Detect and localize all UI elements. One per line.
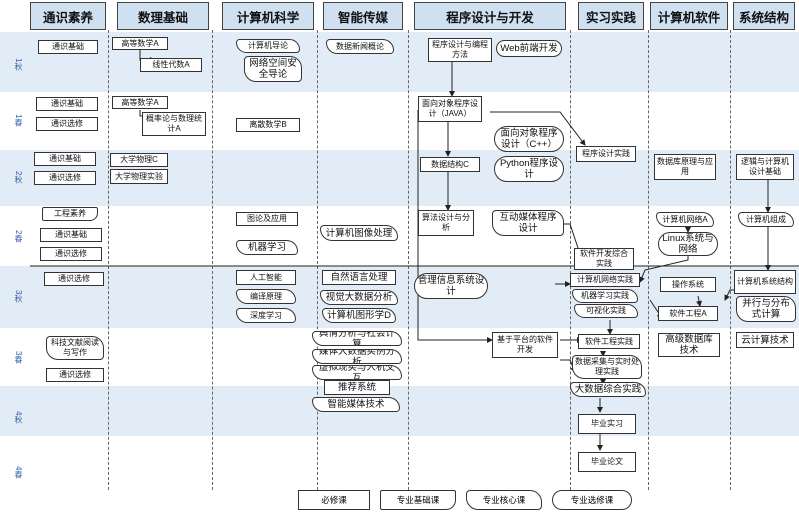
course-box: Python程序设计 bbox=[494, 156, 564, 182]
column-divider bbox=[730, 30, 731, 490]
course-box: 通识基础 bbox=[34, 152, 96, 166]
course-box: 程序设计实践 bbox=[576, 146, 636, 162]
course-box: 大学物理实验 bbox=[110, 169, 168, 184]
row-band-7 bbox=[0, 386, 799, 436]
course-box: 通识基础 bbox=[38, 40, 98, 54]
course-box: 虚拟现实与人机交互 bbox=[312, 365, 402, 380]
course-box: 软件工程A bbox=[658, 306, 718, 321]
course-box: 机器学习实践 bbox=[572, 289, 638, 303]
course-box: 离散数学B bbox=[236, 118, 300, 132]
course-box: 智能媒体技术 bbox=[312, 397, 400, 412]
course-box: 高级数据库技术 bbox=[658, 333, 720, 357]
course-box: 人工智能 bbox=[236, 270, 296, 285]
course-box: 程序设计与编程方法 bbox=[428, 38, 492, 62]
course-box: 面向对象程序设计（C++） bbox=[494, 126, 564, 152]
course-box: Web前端开发 bbox=[496, 40, 562, 57]
course-box: 面向对象程序设计（JAVA） bbox=[418, 96, 482, 122]
row-label: 4春 bbox=[14, 465, 23, 479]
course-box: 概率论与数理统计A bbox=[142, 112, 206, 136]
course-box: 数据新闻概论 bbox=[326, 39, 394, 54]
row-label: 2秋 bbox=[14, 170, 23, 184]
course-box: 通识选修 bbox=[34, 171, 96, 185]
column-divider bbox=[648, 30, 649, 490]
course-box: 高等数学A bbox=[112, 37, 168, 50]
row-label: 1春 bbox=[14, 113, 23, 127]
legend-major-core: 专业核心课 bbox=[466, 490, 542, 510]
column-divider bbox=[108, 30, 109, 490]
course-box: 机器学习 bbox=[236, 240, 298, 255]
course-box: 深度学习 bbox=[236, 308, 296, 323]
column-header-software: 计算机软件 bbox=[650, 2, 728, 30]
course-box: 通识基础 bbox=[36, 97, 98, 111]
course-box: 逻辑与计算机设计基础 bbox=[736, 154, 794, 180]
course-box: 数据采集与实时处理实践 bbox=[572, 355, 642, 379]
column-header-media: 智能传媒 bbox=[323, 2, 403, 30]
column-header-general: 通识素养 bbox=[30, 2, 106, 30]
row-band-8 bbox=[0, 436, 799, 488]
row-label: 1秋 bbox=[14, 57, 23, 71]
course-box: 大数据综合实践 bbox=[570, 382, 646, 397]
course-box: 操作系统 bbox=[660, 277, 716, 292]
column-header-system: 系统结构 bbox=[733, 2, 795, 30]
course-box: 媒体大数据实例分析 bbox=[312, 349, 402, 364]
course-box: 软件工程实践 bbox=[578, 334, 640, 349]
course-box: 通识选修 bbox=[36, 117, 98, 131]
course-box: 通识选修 bbox=[46, 368, 104, 382]
course-box: 互动媒体程序设计 bbox=[492, 210, 564, 236]
course-box: 并行与分布式计算 bbox=[736, 296, 796, 322]
course-box: 计算机图像处理 bbox=[320, 225, 398, 241]
course-box: 算法设计与分析 bbox=[418, 210, 474, 236]
course-box: 大学物理C bbox=[110, 153, 168, 167]
column-divider bbox=[212, 30, 213, 490]
course-box: 通识选修 bbox=[40, 247, 102, 261]
row-label: 2春 bbox=[14, 229, 23, 243]
course-box: 工程素养 bbox=[42, 207, 98, 221]
course-box: Linux系统与网络 bbox=[658, 232, 718, 256]
column-header-cs: 计算机科学 bbox=[222, 2, 314, 30]
row-label: 3春 bbox=[14, 350, 23, 364]
course-box: 计算机网络实践 bbox=[570, 273, 640, 287]
column-header-prog: 程序设计与开发 bbox=[414, 2, 566, 30]
course-box: 线性代数A bbox=[140, 58, 202, 72]
course-box: 舆情分析与社会计算 bbox=[312, 331, 402, 346]
course-box: 高等数学A bbox=[112, 96, 168, 109]
course-box: 基于平台的软件开发 bbox=[492, 332, 558, 358]
course-box: 数据结构C bbox=[420, 157, 480, 172]
course-box: 云计算技术 bbox=[736, 332, 794, 348]
row-label: 4秋 bbox=[14, 410, 23, 424]
column-divider bbox=[570, 30, 571, 490]
course-box: 编译原理 bbox=[236, 289, 296, 304]
course-box: 自然语言处理 bbox=[322, 270, 396, 285]
course-box: 通识选修 bbox=[44, 272, 104, 286]
course-box: 推荐系统 bbox=[324, 380, 390, 395]
course-box: 图论及应用 bbox=[236, 212, 298, 226]
course-box: 软件开发综合实践 bbox=[574, 248, 634, 270]
course-box: 通识基础 bbox=[40, 228, 102, 242]
column-header-practice: 实习实践 bbox=[578, 2, 644, 30]
course-box: 科技文献阅读与写作 bbox=[46, 336, 104, 360]
course-box: 可视化实践 bbox=[574, 304, 638, 318]
course-box: 视觉大数据分析 bbox=[320, 290, 398, 305]
column-divider bbox=[317, 30, 318, 490]
course-box: 管理信息系统设计 bbox=[414, 273, 488, 299]
column-header-math: 数理基础 bbox=[117, 2, 209, 30]
legend-major-foundation: 专业基础课 bbox=[380, 490, 456, 510]
course-box: 网络空间安全导论 bbox=[244, 56, 302, 82]
course-box: 毕业实习 bbox=[578, 414, 636, 434]
legend-major-elective: 专业选修课 bbox=[552, 490, 632, 510]
course-box: 计算机网络A bbox=[656, 212, 714, 227]
course-box: 数据库原理与应用 bbox=[654, 154, 716, 180]
course-box: 毕业论文 bbox=[578, 452, 636, 472]
course-box: 计算机组成 bbox=[738, 212, 794, 227]
row-label: 3秋 bbox=[14, 289, 23, 303]
column-divider bbox=[408, 30, 409, 490]
course-box: 计算机系统结构 bbox=[734, 270, 796, 294]
course-box: 计算机导论 bbox=[236, 39, 300, 53]
course-box: 计算机图形学D bbox=[322, 308, 396, 323]
legend-required: 必修课 bbox=[298, 490, 370, 510]
